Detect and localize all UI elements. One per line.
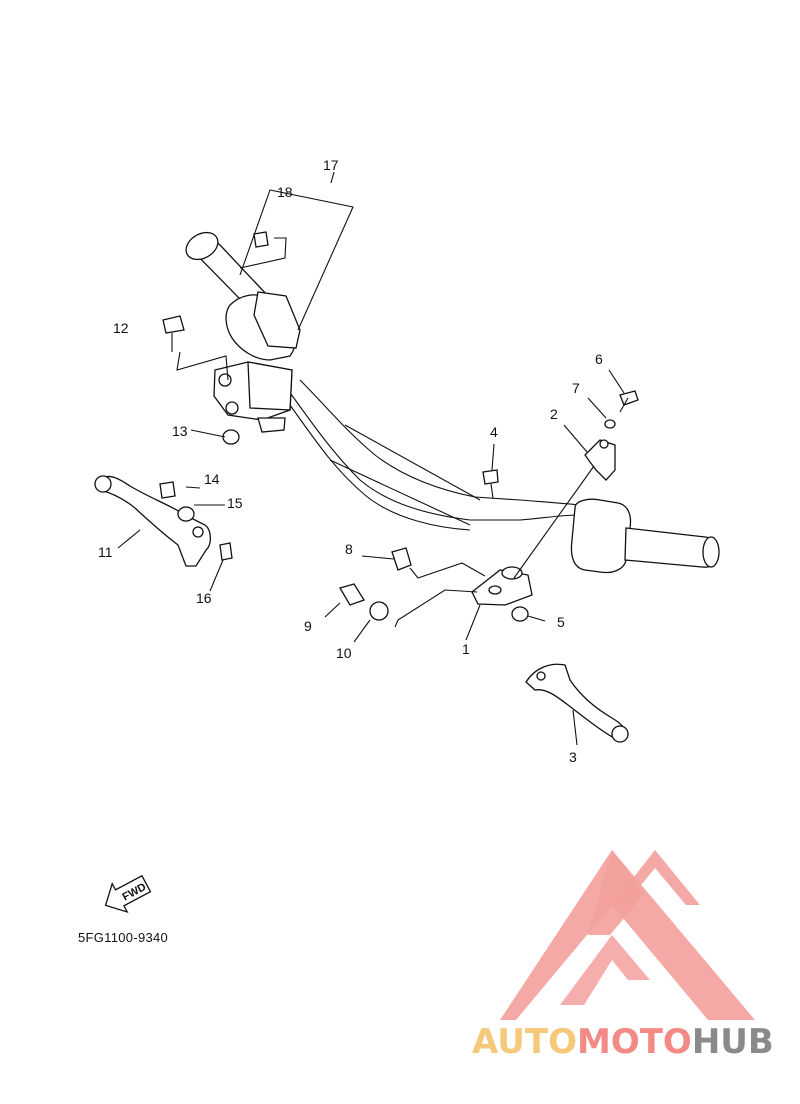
lever-holder: [471, 566, 533, 606]
callout-8: 8: [345, 541, 353, 557]
callout-3: 3: [569, 749, 577, 765]
left-grip-throttle: [185, 231, 301, 433]
handlebar: [287, 379, 581, 531]
callout-4: 4: [490, 424, 498, 440]
watermark-text: AUTOMOTOHUB: [472, 1022, 774, 1062]
callout-15: 15: [227, 495, 243, 511]
callout-2: 2: [550, 406, 558, 422]
callout-7: 7: [572, 380, 580, 396]
callout-labels: 1 2 3 4 5 6 7 8 9 10 11 12 13 14 15 16 1…: [98, 157, 603, 765]
watermark-auto: AUTO: [472, 1022, 577, 1062]
callout-14: 14: [204, 471, 220, 487]
fwd-arrow-icon: FWD: [104, 874, 152, 914]
watermark-logo-icon: [500, 850, 755, 1020]
callout-10: 10: [336, 645, 352, 661]
diagram-code: 5FG1100-9340: [78, 930, 169, 945]
callout-16: 16: [196, 590, 212, 606]
right-grip: [570, 498, 720, 574]
callout-11: 11: [98, 544, 113, 560]
watermark-hub: HUB: [692, 1022, 774, 1062]
leader-lines: [117, 171, 625, 746]
callout-17: 17: [323, 157, 339, 173]
bracket: [584, 439, 616, 481]
watermark-moto: MOTO: [577, 1022, 692, 1062]
callout-1: 1: [462, 641, 470, 657]
callout-6: 6: [595, 351, 603, 367]
lever-left: [94, 475, 212, 567]
callout-9: 9: [304, 618, 312, 634]
callout-5: 5: [557, 614, 565, 630]
callout-18: 18: [277, 184, 293, 200]
callout-13: 13: [172, 423, 188, 439]
hardware: [159, 231, 639, 622]
lever-right: [525, 663, 629, 743]
callout-12: 12: [113, 320, 129, 336]
